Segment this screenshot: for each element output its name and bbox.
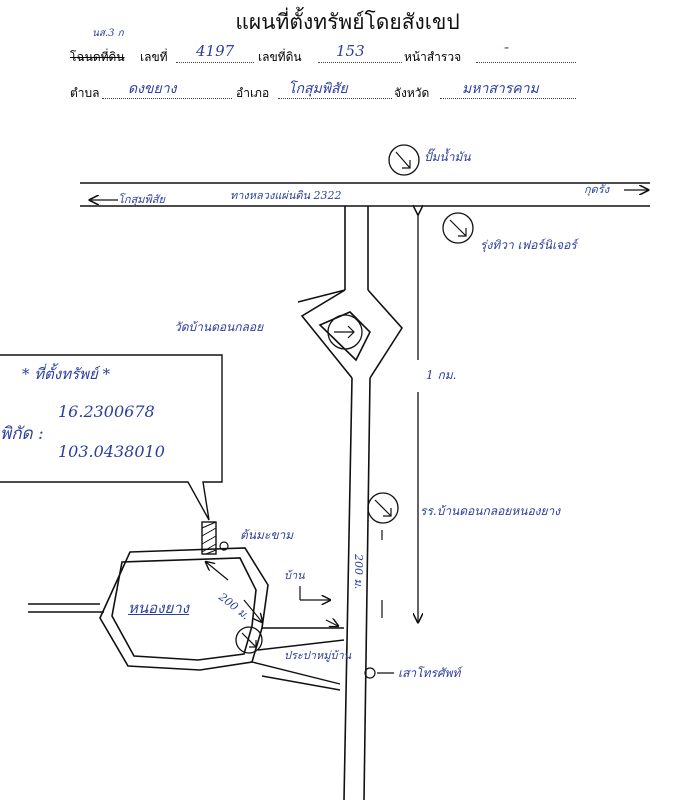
parcel-value: 153 xyxy=(336,42,365,60)
water-supply-icon xyxy=(235,626,263,654)
province-dots xyxy=(440,98,576,99)
survey-label: หน้าสำรวจ xyxy=(404,50,462,64)
survey-value: - xyxy=(504,38,510,56)
district-label: อำเภอ xyxy=(236,86,270,100)
telephone-pole-label: เสาโทรศัพท์ xyxy=(398,666,461,680)
subdistrict-value: ดงขยาง xyxy=(128,81,177,97)
province-value: มหาสารคาม xyxy=(462,81,539,97)
subdistrict-dots xyxy=(102,98,232,99)
telephone-pole-icon xyxy=(364,667,376,679)
page-title: แผนที่ตั้งทรัพย์โดยสังเขป xyxy=(235,10,460,34)
pond-label: หนองยาง xyxy=(128,599,190,617)
side-road xyxy=(343,206,371,800)
school-label: รร.บ้านดอนกลอยหนองยาง xyxy=(420,504,561,518)
factory-label: รุ่งทิวา เฟอร์นิเจอร์ xyxy=(480,238,577,252)
tamarind-tree-icon xyxy=(219,541,229,551)
road-label: ทางหลวงแผ่นดิน 2322 xyxy=(230,189,342,202)
water-supply-label: ประปาหมู่บ้าน xyxy=(284,649,352,662)
distance-1km-label: 1 กม. xyxy=(426,368,457,382)
latitude-value: 16.2300678 xyxy=(58,402,155,421)
right-direction-label: กุดรัง xyxy=(584,183,610,196)
distance-200-vertical-label: 200 ม. xyxy=(352,554,365,590)
district-dots xyxy=(278,98,392,99)
number-label: เลขที่ xyxy=(140,50,168,64)
subdistrict-label: ตำบล xyxy=(70,86,100,100)
gas-station-label: ปั๊มน้ำมัน xyxy=(424,150,471,164)
gas-station-icon xyxy=(388,144,420,176)
direction-arrows xyxy=(90,190,648,200)
parcel-dots xyxy=(318,62,402,63)
number-value: 4197 xyxy=(196,42,235,60)
factory-icon xyxy=(442,212,474,244)
left-direction-label: โกสุมพิสัย xyxy=(118,193,165,206)
tamarind-tree-label: ต้นมะขาม xyxy=(240,528,294,542)
info-box-title: * ที่ตั้งทรัพย์ * xyxy=(22,365,111,383)
district-value: โกสุมพิสัย xyxy=(288,81,348,97)
province-label: จังหวัด xyxy=(394,86,430,100)
property-marker xyxy=(201,521,217,555)
longitude-value: 103.0438010 xyxy=(58,442,165,461)
doc-type-handwritten: นส.3 ก xyxy=(92,28,124,39)
house-label: บ้าน xyxy=(284,569,305,582)
deed-label: โฉนดที่ดิน xyxy=(70,50,125,64)
highway-2322 xyxy=(80,182,650,207)
parcel-label: เลขที่ดิน xyxy=(258,50,302,64)
info-box xyxy=(0,354,223,521)
school-icon xyxy=(367,492,399,524)
local-lane xyxy=(251,627,345,691)
temple-roundabout xyxy=(297,289,404,379)
temple-label: วัดบ้านดอนกลอย xyxy=(174,320,264,334)
distance-200-diagonal xyxy=(206,562,262,622)
survey-dots xyxy=(476,62,576,63)
temple-icon xyxy=(327,314,363,350)
coordinate-label: พิกัด : xyxy=(0,424,44,444)
number-dots xyxy=(176,62,254,63)
